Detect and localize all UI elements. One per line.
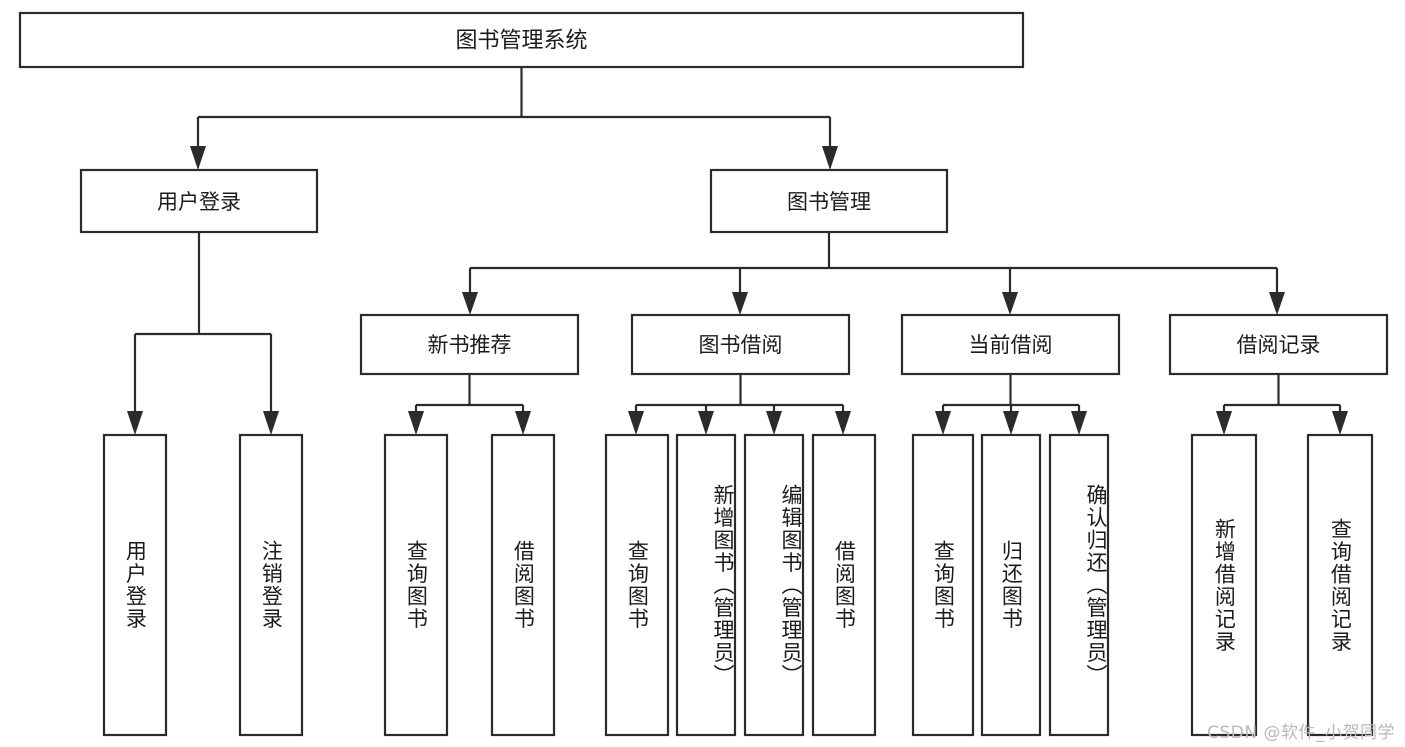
leaf-box-current-return[interactable] [980,433,1042,737]
node-book-manage[interactable]: 图书管理 [709,168,949,234]
leaf-box-current-query[interactable] [911,433,975,737]
arrow-to-book-borrow [732,292,748,315]
arrow-new-book-leaf2 [515,411,531,435]
new-book-recommend-label: 新书推荐 [428,333,512,357]
leaf-box-book-borrow-edit[interactable] [743,433,805,737]
borrow-record-label: 借阅记录 [1237,333,1321,357]
arrow-current-borrow-leaf2 [1003,411,1019,435]
node-new-book-recommend[interactable]: 新书推荐 [359,313,580,376]
book-borrow-box[interactable] [630,313,851,376]
leaf-box-book-borrow-lend[interactable] [811,433,877,737]
arrow-to-user-login [190,146,206,170]
leaf-box-record-query[interactable] [1306,433,1374,737]
book-manage-box[interactable] [709,168,949,234]
arrow-borrow-record-leaf2 [1332,411,1348,435]
book-borrow-label: 图书借阅 [699,333,783,357]
arrow-user-login-leaf2 [263,411,279,435]
node-borrow-record[interactable]: 借阅记录 [1168,313,1389,376]
leaf-box-book-borrow-query[interactable] [604,433,670,737]
arrow-current-borrow-leaf3 [1071,411,1087,435]
arrow-book-borrow-leaf1 [628,411,644,435]
node-root[interactable]: 图书管理系统 [18,11,1025,69]
book-manage-label: 图书管理 [787,190,871,214]
leaf-box-user-login-login[interactable] [102,433,168,737]
arrow-new-book-leaf1 [408,411,424,435]
arrow-book-borrow-leaf3 [766,411,782,435]
leaf-box-new-book-borrow[interactable] [490,433,556,737]
arrow-book-borrow-leaf4 [835,411,851,435]
current-borrow-label: 当前借阅 [969,333,1053,357]
root-label: 图书管理系统 [455,29,587,54]
new-book-recommend-box[interactable] [359,313,580,376]
arrow-borrow-record-leaf1 [1216,411,1232,435]
current-borrow-box[interactable] [900,313,1121,376]
arrow-to-borrow-record [1269,292,1285,315]
root-box[interactable] [18,11,1025,69]
leaf-box-record-add[interactable] [1190,433,1258,737]
node-user-login[interactable]: 用户登录 [79,168,319,234]
leaf-box-new-book-query[interactable] [383,433,449,737]
node-current-borrow[interactable]: 当前借阅 [900,313,1121,376]
borrow-record-box[interactable] [1168,313,1389,376]
user-login-label: 用户登录 [157,190,241,214]
leaf-box-current-confirm[interactable] [1048,433,1110,737]
arrow-user-login-leaf1 [127,411,143,435]
csdn-watermark: CSDN @软件_小贺同学 [1207,723,1395,743]
leaf-box-user-login-logout[interactable] [238,433,304,737]
node-book-borrow[interactable]: 图书借阅 [630,313,851,376]
arrow-to-new-book [462,292,478,315]
arrow-book-borrow-leaf2 [698,411,714,435]
arrow-current-borrow-leaf1 [935,411,951,435]
arrow-to-book-manage [822,146,838,170]
leaf-box-book-borrow-add[interactable] [675,433,737,737]
arrow-to-current-borrow [1002,292,1018,315]
